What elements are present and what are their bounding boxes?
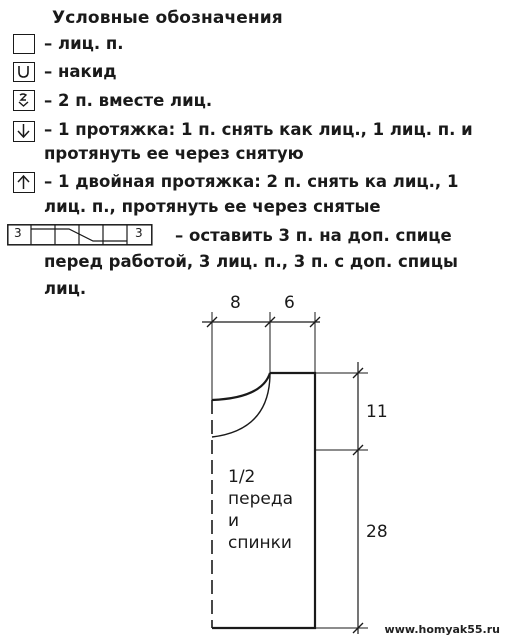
panel-label-line-1: 1/2 [228, 467, 256, 487]
dim-label-right-11: 11 [366, 402, 388, 422]
legend-item-cable: – оставить 3 п. на доп. спице [175, 226, 452, 245]
dim-label-right-28: 28 [366, 522, 388, 542]
double-slip-pass-icon [13, 172, 35, 193]
watermark: www.homyak55.ru [384, 623, 500, 636]
tick-top-mid [264, 316, 276, 328]
dim-label-top-8: 8 [230, 293, 241, 313]
legend-item-double-slip-cont: лиц. п., протянуть ее через снятые [44, 197, 381, 216]
neckline-inner-curve [211, 372, 271, 438]
legend-item-slip-pass-cont: протянуть ее через снятую [44, 144, 304, 163]
tick-right-top [352, 367, 364, 379]
cable-cross-number-left: 3 [14, 226, 22, 240]
cable-cross-number-right: 3 [135, 226, 143, 240]
dim-label-top-6: 6 [284, 293, 295, 313]
legend-item-slip-pass: – 1 протяжка: 1 п. снять как лиц., 1 лиц… [44, 120, 473, 139]
yarn-over-icon [13, 62, 35, 82]
slip-knit-pass-icon [13, 121, 35, 142]
panel-label-line-4: спинки [228, 533, 292, 553]
empty-square-icon [13, 34, 35, 54]
tick-right-bottom [352, 622, 364, 634]
legend-item-cable-cont2: лиц. [44, 279, 87, 298]
neckline-curve [211, 372, 272, 402]
panel-outline [212, 371, 317, 630]
legend-item-k2tog: – 2 п. вместе лиц. [44, 91, 213, 110]
panel-label-line-2: переда [228, 489, 293, 509]
legend-title: Условные обозначения [52, 8, 283, 28]
legend-item-cable-cont1: перед работой, 3 лиц. п., 3 п. с доп. сп… [44, 252, 458, 271]
legend-item-yarn-over: – накид [44, 62, 117, 81]
tick-top-right [309, 316, 321, 328]
tick-top-left [206, 316, 218, 328]
legend-item-double-slip: – 1 двойная протяжка: 2 п. снять ка лиц.… [44, 172, 459, 191]
tick-right-mid [352, 444, 364, 456]
cable-cross-icon: 3 3 [7, 224, 153, 246]
panel-label-line-3: и [228, 511, 240, 531]
legend-item-knit: – лиц. п. [44, 34, 124, 53]
k2tog-icon [13, 90, 35, 111]
panel-label: 1/2 переда и спинки [228, 466, 293, 554]
